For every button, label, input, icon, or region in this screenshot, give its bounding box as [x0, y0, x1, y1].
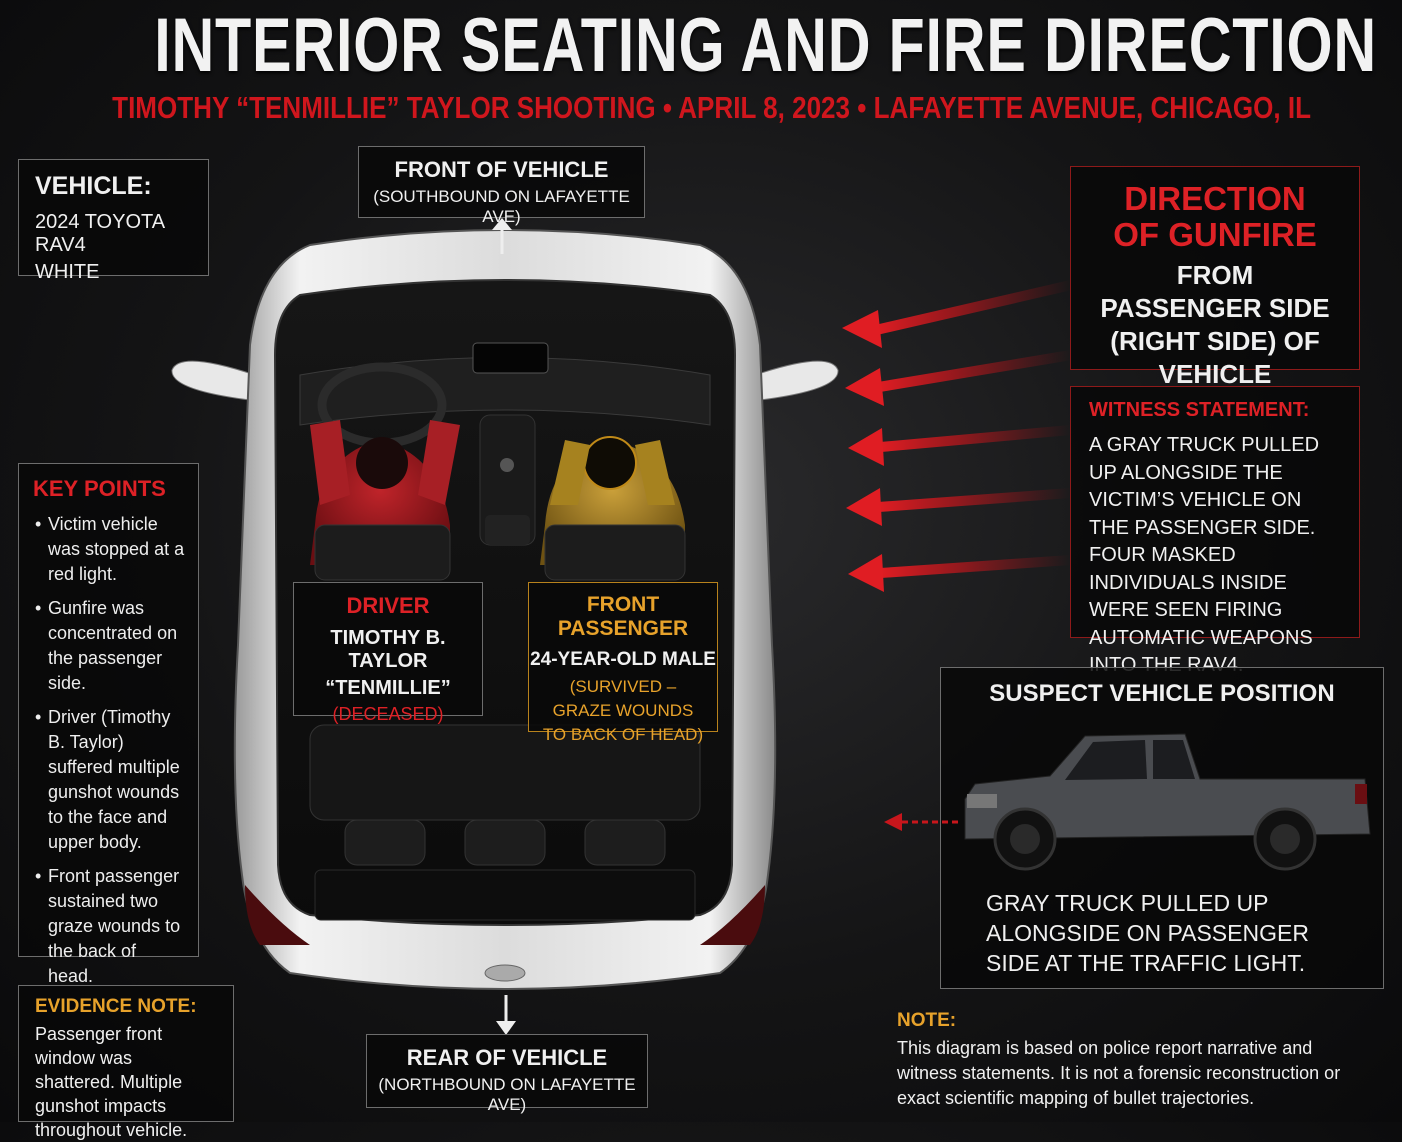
passenger-status: (SURVIVED – GRAZE WOUNDS TO BACK OF HEAD…: [542, 677, 704, 744]
pickup-truck-icon: [964, 733, 1371, 871]
gunfire-arrow-icon: [848, 425, 1071, 466]
key-point-item: Gunfire was concentrated on the passenge…: [33, 596, 186, 696]
driver-status: (DECEASED): [332, 704, 444, 724]
front-of-vehicle-title: FRONT OF VEHICLE: [394, 157, 609, 182]
vehicle-color: WHITE: [35, 261, 100, 283]
arrow-down-icon: [496, 995, 516, 1035]
rear-of-vehicle-box: REAR OF VEHICLE (NORTHBOUND ON LAFAYETTE…: [366, 1034, 648, 1114]
passenger-label-box: FRONT PASSENGER 24-YEAR-OLD MALE (SURVIV…: [528, 582, 718, 744]
passenger-desc: 24-YEAR-OLD MALE: [530, 649, 716, 670]
driver-name: TIMOTHY B. TAYLOR: [330, 627, 446, 672]
gunfire-arrows: [842, 280, 1072, 592]
driver-role: DRIVER: [346, 593, 430, 618]
evidence-note-box: EVIDENCE NOTE: Passenger front window wa…: [18, 985, 234, 1140]
front-of-vehicle-sub: (SOUTHBOUND ON LAFAYETTE AVE): [373, 187, 630, 226]
page-title: INTERIOR SEATING AND FIRE DIRECTION: [154, 3, 1378, 88]
suspect-vehicle-box: SUSPECT VEHICLE POSITION GRAY TRUCK PULL…: [940, 667, 1384, 989]
arrow-up-icon: [492, 218, 512, 254]
front-of-vehicle-box: FRONT OF VEHICLE (SOUTHBOUND ON LAFAYETT…: [358, 146, 645, 226]
driver-label-box: DRIVER TIMOTHY B. TAYLOR “TENMILLIE” (DE…: [293, 582, 483, 724]
page-subtitle: TIMOTHY “TENMILLIE” TAYLOR SHOOTING • AP…: [112, 90, 1312, 125]
key-points-box: KEY POINTS Victim vehicle was stopped at…: [18, 463, 199, 986]
note-title: NOTE:: [897, 1010, 957, 1031]
direction-of-gunfire-box: DIRECTION OF GUNFIRE FROM PASSENGER SIDE…: [1070, 166, 1360, 389]
gunfire-title-line2: OF GUNFIRE: [1113, 216, 1317, 253]
key-points-list: Victim vehicle was stopped at a red ligh…: [33, 512, 186, 989]
vehicle-model: 2024 TOYOTA RAV4: [35, 211, 164, 256]
rear-of-vehicle-title: REAR OF VEHICLE: [406, 1045, 608, 1070]
key-points-title: KEY POINTS: [33, 476, 166, 501]
witness-title: WITNESS STATEMENT:: [1089, 399, 1310, 421]
key-point-item: Driver (Timothy B. Taylor) suffered mult…: [33, 705, 186, 855]
key-point-item: Victim vehicle was stopped at a red ligh…: [33, 512, 186, 587]
suspect-direction-arrow-icon: [884, 813, 960, 831]
gunfire-arrow-icon: [848, 554, 1071, 592]
gunfire-text: FROM PASSENGER SIDE (RIGHT SIDE) OF VEHI…: [1100, 260, 1330, 389]
witness-statement-box: WITNESS STATEMENT: A GRAY TRUCK PULLED U…: [1070, 386, 1360, 676]
suspect-text: GRAY TRUCK PULLED UP ALONGSIDE ON PASSEN…: [986, 890, 1309, 976]
evidence-note-title: EVIDENCE NOTE:: [35, 996, 197, 1017]
gunfire-arrow-icon: [845, 350, 1072, 406]
vehicle-label: VEHICLE:: [35, 172, 152, 200]
car-top-view-icon: [171, 229, 839, 990]
key-point-item: Front passenger sustained two graze woun…: [33, 864, 186, 989]
rear-of-vehicle-sub: (NORTHBOUND ON LAFAYETTE AVE): [378, 1075, 636, 1114]
note-text: This diagram is based on police report n…: [897, 1038, 1341, 1108]
gunfire-arrow-icon: [846, 488, 1071, 526]
vehicle-info-box: VEHICLE: 2024 TOYOTA RAV4 WHITE: [18, 159, 209, 283]
passenger-role: FRONT PASSENGER: [557, 593, 689, 640]
gunfire-arrow-icon: [842, 280, 1072, 348]
evidence-note-text: Passenger front window was shattered. Mu…: [35, 1024, 188, 1140]
driver-alias: “TENMILLIE”: [325, 677, 451, 699]
gunfire-title-line1: DIRECTION: [1124, 180, 1306, 217]
disclaimer-note: NOTE: This diagram is based on police re…: [897, 1010, 1367, 1111]
suspect-title: SUSPECT VEHICLE POSITION: [989, 680, 1335, 707]
witness-text: A GRAY TRUCK PULLED UP ALONGSIDE THE VIC…: [1089, 434, 1320, 676]
